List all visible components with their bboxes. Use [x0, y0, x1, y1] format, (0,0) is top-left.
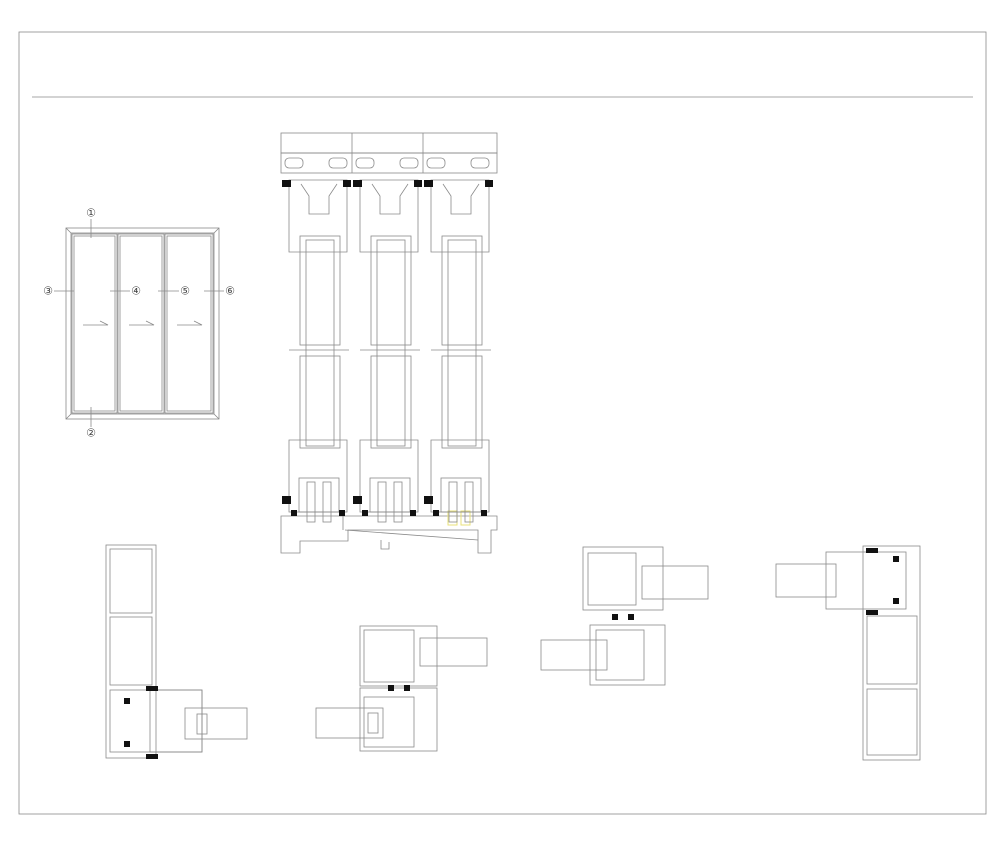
- roller-wheel: [322, 481, 332, 523]
- callout-1: ①: [86, 207, 96, 220]
- sash-top-hook: [300, 183, 338, 215]
- glass-pane: [376, 239, 406, 447]
- sill-track: [280, 515, 498, 554]
- gasket: [481, 510, 487, 516]
- roller-wheel: [393, 481, 403, 523]
- sash-top-profile: [359, 179, 419, 253]
- interlock-section-center-left: [315, 625, 488, 752]
- roller-left: [284, 157, 304, 169]
- jamb-section-left: [105, 544, 248, 759]
- gasket: [362, 510, 368, 516]
- sash-panel-2: [117, 233, 165, 414]
- glass-lower: [370, 355, 412, 449]
- gasket: [282, 180, 291, 187]
- callout-4: ④: [131, 285, 141, 298]
- gasket: [353, 496, 362, 504]
- roller-left: [355, 157, 375, 169]
- gasket: [410, 510, 416, 516]
- roller-left: [426, 157, 446, 169]
- glass-upper: [370, 235, 412, 346]
- sash-bottom-profile: [359, 439, 419, 513]
- roller-right: [399, 157, 419, 169]
- door-elevation: ① ② ③ ④ ⑤ ⑥: [43, 207, 235, 440]
- gasket: [433, 510, 439, 516]
- roller-housing: [298, 477, 340, 513]
- roller-wheel: [377, 481, 387, 523]
- glass-upper: [441, 235, 483, 346]
- glass-upper: [299, 235, 341, 346]
- gasket: [339, 510, 345, 516]
- slide-arrows: [83, 320, 203, 326]
- sash-panel-1: [71, 233, 118, 414]
- gasket: [414, 180, 422, 187]
- glass-lower: [299, 355, 341, 449]
- sash-bottom-profile: [288, 439, 348, 513]
- roller-right: [470, 157, 490, 169]
- callout-5: ⑤: [180, 285, 190, 298]
- glass-pane: [305, 239, 335, 447]
- gasket: [282, 496, 291, 504]
- jamb-section-right: [775, 545, 921, 761]
- roller-wheel: [306, 481, 316, 523]
- interlock-section-center-right: [540, 546, 709, 686]
- sash-top-hook: [371, 183, 409, 215]
- inner-frame: [70, 232, 215, 415]
- glass-lower: [441, 355, 483, 449]
- roller-wheel: [448, 481, 458, 523]
- sash-top-profile: [430, 179, 490, 253]
- gasket: [353, 180, 362, 187]
- callout-3: ③: [43, 285, 53, 298]
- glass-pane: [447, 239, 477, 447]
- gasket: [343, 180, 351, 187]
- outer-frame: [65, 227, 220, 420]
- roller-wheel: [464, 481, 474, 523]
- sash-top-profile: [288, 179, 348, 253]
- sheet-border: [18, 31, 987, 815]
- roller-right: [328, 157, 348, 169]
- head-track: [280, 132, 498, 154]
- callout-6: ⑥: [225, 285, 235, 298]
- gasket: [424, 496, 433, 504]
- sash-panel-3: [164, 233, 214, 414]
- gasket: [291, 510, 297, 516]
- gasket: [424, 180, 433, 187]
- vertical-section: [280, 132, 498, 554]
- gasket: [485, 180, 493, 187]
- roller-housing: [369, 477, 411, 513]
- roller-housing: [440, 477, 482, 513]
- sash-bottom-profile: [430, 439, 490, 513]
- sash-top-hook: [442, 183, 480, 215]
- callout-2: ②: [86, 427, 96, 440]
- callout-leaders: [54, 219, 224, 427]
